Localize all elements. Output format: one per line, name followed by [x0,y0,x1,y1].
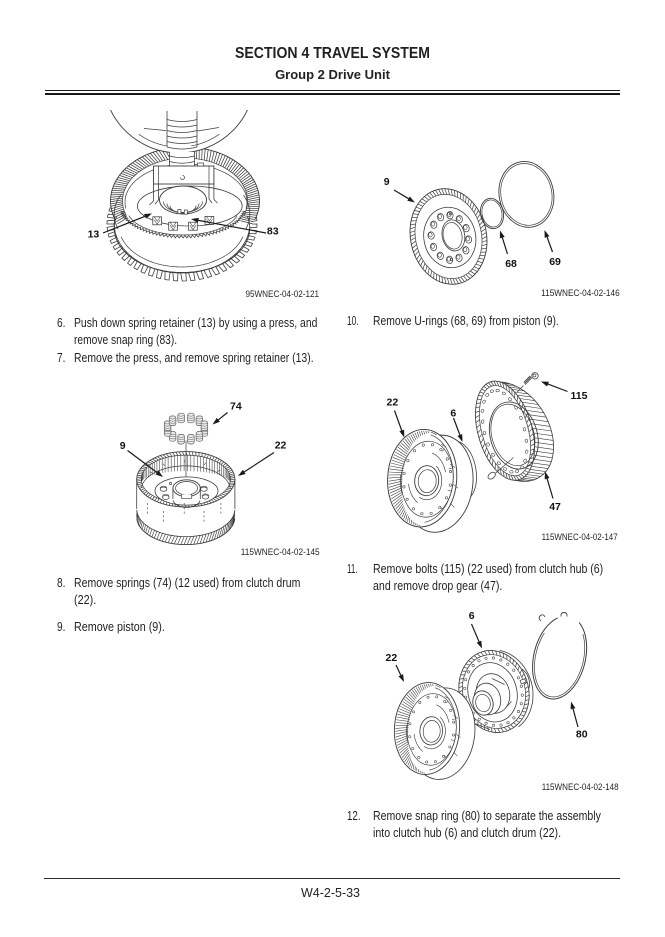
svg-text:6: 6 [469,610,475,622]
svg-text:6: 6 [450,407,456,419]
svg-text:69: 69 [549,256,561,268]
svg-text:80: 80 [576,728,588,740]
svg-text:83: 83 [267,226,279,238]
svg-text:47: 47 [549,501,561,513]
svg-text:22: 22 [275,439,287,451]
svg-text:9: 9 [384,176,390,188]
svg-text:22: 22 [387,397,399,409]
svg-text:9: 9 [120,440,126,452]
svg-text:13: 13 [88,228,100,240]
svg-text:22: 22 [386,652,398,664]
svg-text:115: 115 [571,390,588,402]
svg-text:74: 74 [230,400,242,412]
svg-text:68: 68 [505,258,517,270]
